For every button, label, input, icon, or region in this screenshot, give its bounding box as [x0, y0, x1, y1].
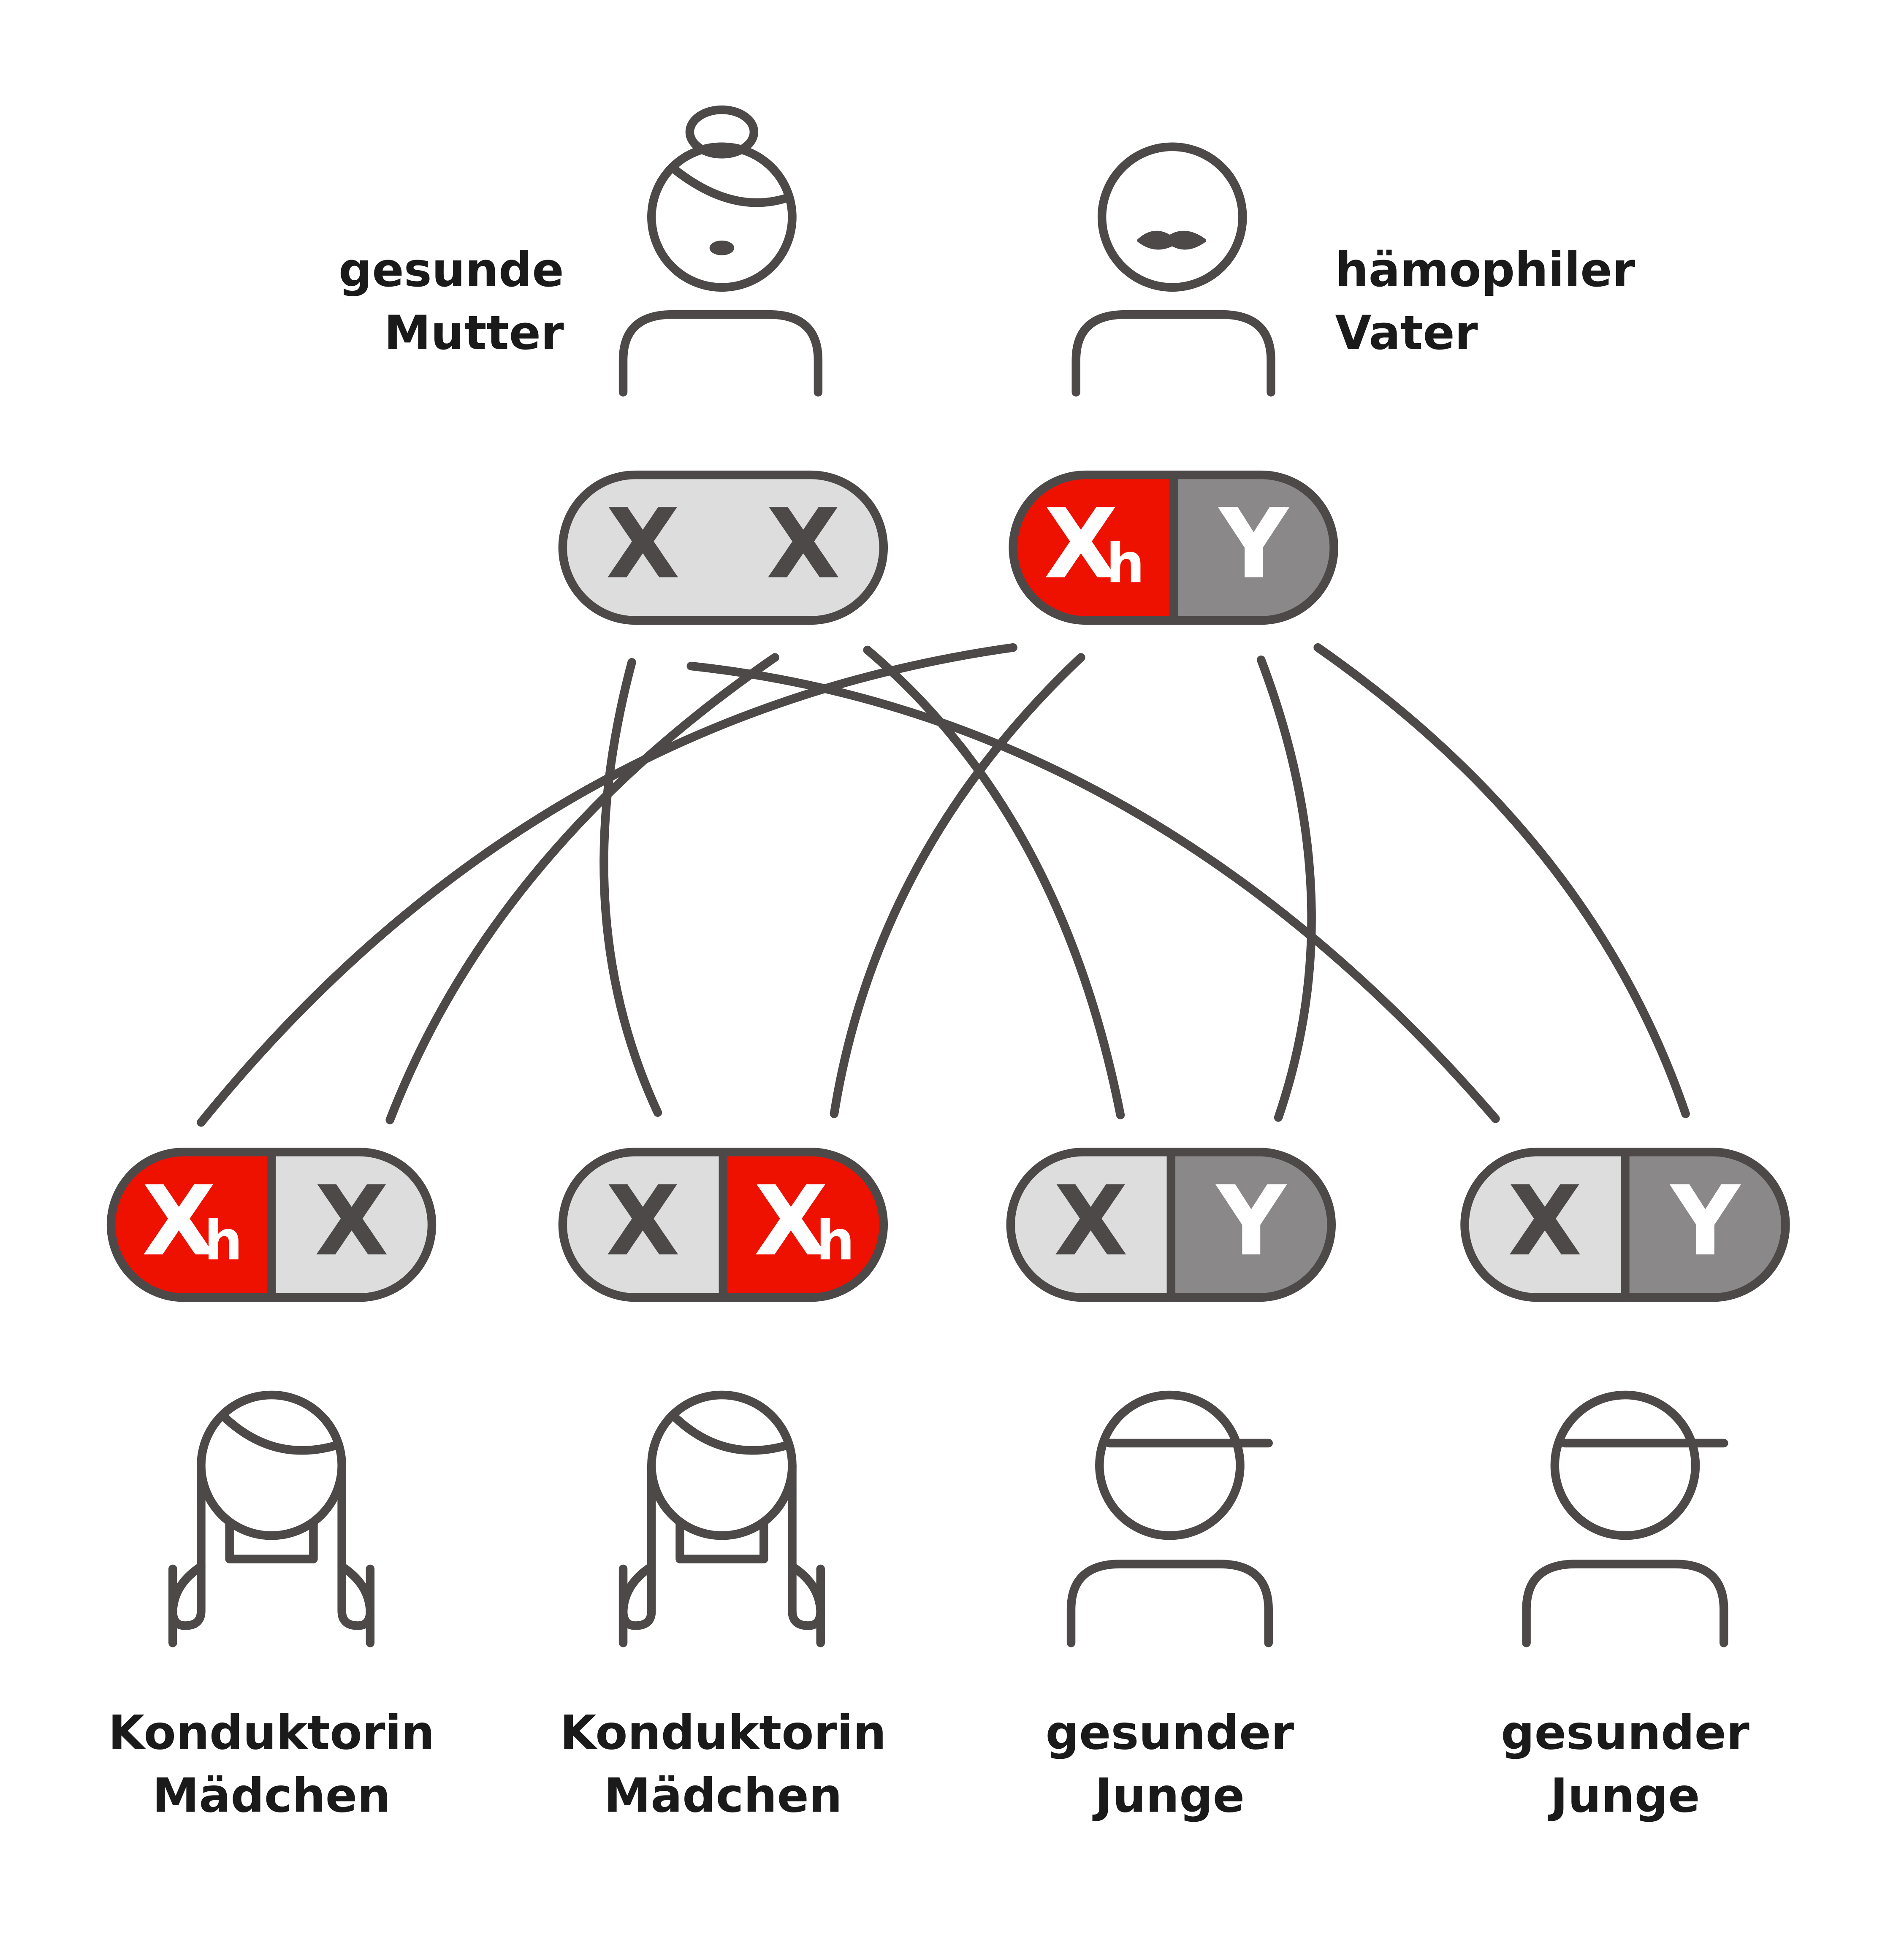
chromosome-right-half [1171, 1152, 1332, 1298]
chromosome-left-half [562, 1152, 723, 1298]
child-label-line2: Mädchen [152, 1769, 391, 1823]
gene-subscript: h [1106, 532, 1145, 595]
child-label-line1: Konduktorin [560, 1706, 886, 1761]
line-mother-x1-to-son2 [686, 661, 1500, 1123]
line-father-xh-to-daughter2 [830, 653, 1085, 1118]
line-father-y-to-son1 [1256, 656, 1316, 1122]
gene-label: X [315, 1165, 389, 1277]
gene-label: X [766, 488, 841, 600]
line-mother-x2-to-son1 [863, 645, 1125, 1119]
girl-icon [168, 1390, 375, 1647]
gene-label: Y [1218, 488, 1290, 600]
man-with-mustache-icon [1071, 142, 1275, 397]
child-label-line1: gesunder [1501, 1706, 1749, 1761]
woman-with-bun-icon [618, 105, 823, 397]
gene-subscript: h [204, 1210, 243, 1273]
boy-with-cap-icon [1522, 1390, 1728, 1647]
child-label-line2: Mädchen [604, 1769, 842, 1823]
chromosome-right-half [271, 1152, 432, 1298]
mother-label-line2: Mutter [384, 306, 564, 360]
gene-label: X [754, 1165, 828, 1277]
mother-label-line1: gesunde [339, 243, 564, 298]
chromosome-left-half [111, 1152, 272, 1298]
line-mother-x1-to-daughter2 [599, 658, 662, 1117]
chromosome-left-half [1013, 475, 1174, 620]
gene-label: X [1054, 1165, 1128, 1277]
chromosome-outline [558, 470, 888, 625]
chromosome-left-half [1465, 1152, 1625, 1298]
gene-label: X [142, 1165, 216, 1277]
gene-label: Y [1215, 1165, 1287, 1277]
chromosome-right-half [723, 1152, 884, 1298]
girl-icon [618, 1390, 825, 1647]
line-father-y-to-son2 [1313, 643, 1690, 1118]
chromosome-right-half [1173, 475, 1334, 620]
line-father-xh-to-daughter1 [197, 643, 1017, 1127]
gene-label: X [606, 1165, 680, 1277]
inheritance-lines [197, 643, 1690, 1127]
gene-label: X [606, 488, 680, 600]
gene-subscript: h [816, 1210, 855, 1273]
father-chromosomes: Xh Y [1009, 470, 1338, 625]
chromosome-left-half [1010, 1152, 1171, 1298]
chromosome-right-half [1625, 1152, 1786, 1298]
boy-with-cap-icon [1066, 1390, 1273, 1647]
chromosome-left-half [562, 475, 723, 620]
chromosome-right-half [723, 475, 884, 620]
gene-label: X [1508, 1165, 1582, 1277]
gene-label: Y [1669, 1165, 1741, 1277]
child-label-line1: Konduktorin [108, 1706, 434, 1761]
child-label-line2: Junge [1547, 1769, 1700, 1823]
father-label-line2: Vater [1335, 306, 1478, 360]
line-mother-x2-to-daughter1 [385, 653, 779, 1124]
father-label-line1: hämophiler [1335, 243, 1635, 298]
gene-label: X [1044, 488, 1118, 600]
child-label-line1: gesunder [1046, 1706, 1294, 1761]
child-label-line2: Junge [1092, 1769, 1245, 1823]
